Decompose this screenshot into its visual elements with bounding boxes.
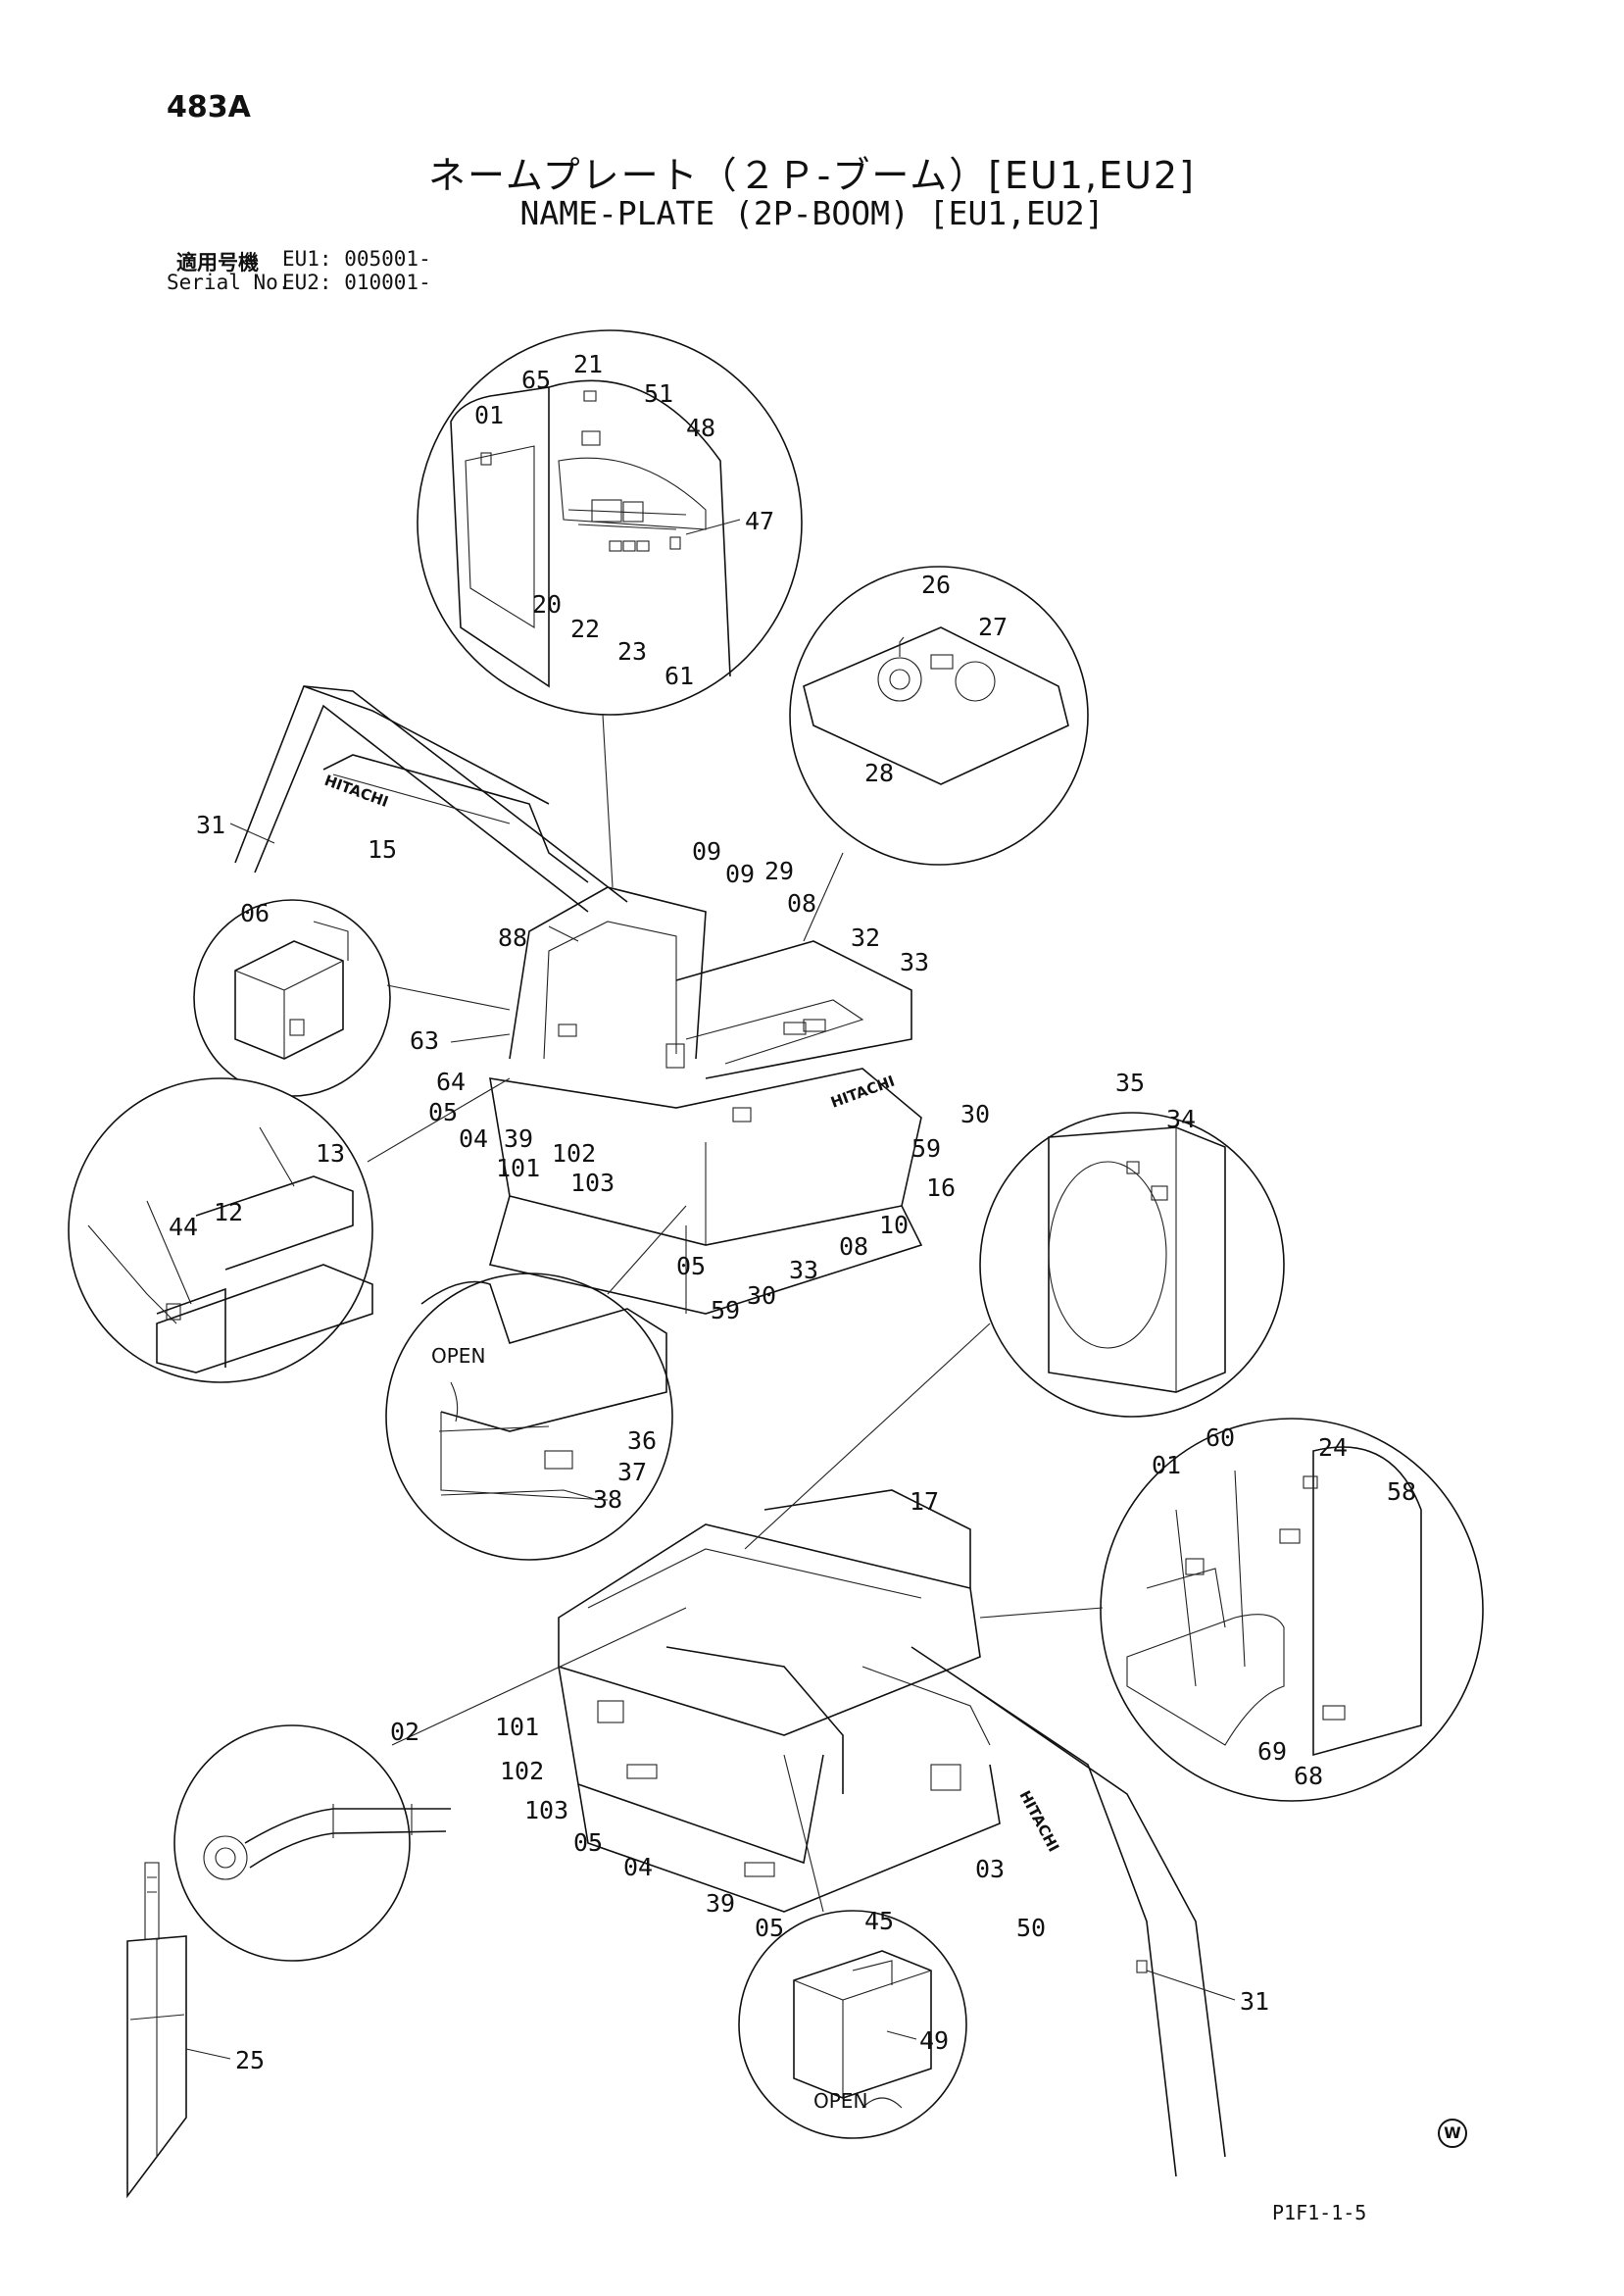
detail-door-lever bbox=[385, 1273, 673, 1561]
callout-101-bottom: 101 bbox=[495, 1713, 539, 1741]
callout-45: 45 bbox=[864, 1907, 894, 1935]
tag-label bbox=[126, 1862, 187, 2199]
serial-label-jp: 適用号機 bbox=[176, 251, 259, 275]
callout-05a: 05 bbox=[428, 1098, 458, 1126]
callout-10: 10 bbox=[879, 1211, 909, 1239]
detail-console bbox=[68, 1077, 373, 1383]
callout-32: 32 bbox=[851, 923, 880, 952]
serial-eu1: EU1: 005001- bbox=[282, 247, 431, 271]
callout-51: 51 bbox=[644, 379, 673, 408]
callout-03: 03 bbox=[975, 1855, 1005, 1883]
brand-counterweight: HITACHI bbox=[828, 1073, 897, 1112]
callout-31-bottom: 31 bbox=[1240, 1987, 1269, 2016]
callout-15: 15 bbox=[368, 835, 397, 864]
callout-17: 17 bbox=[910, 1487, 939, 1516]
callout-59b: 59 bbox=[911, 1134, 941, 1163]
detail-cab-interior bbox=[417, 329, 803, 716]
title-japanese: ネームプレート（２Ｐ-ブーム）[EU1,EU2] bbox=[428, 154, 1196, 197]
callout-20: 20 bbox=[532, 590, 562, 619]
callout-09b: 09 bbox=[725, 860, 755, 888]
callout-31-top: 31 bbox=[196, 811, 225, 839]
callout-60: 60 bbox=[1206, 1423, 1235, 1452]
callout-26: 26 bbox=[921, 571, 951, 599]
callout-88: 88 bbox=[498, 923, 527, 952]
callout-21: 21 bbox=[573, 350, 603, 378]
callout-44: 44 bbox=[169, 1213, 198, 1241]
detail-adapter bbox=[173, 1724, 451, 1962]
callout-103-top: 103 bbox=[570, 1169, 615, 1197]
callout-34: 34 bbox=[1166, 1105, 1196, 1133]
callout-37: 37 bbox=[617, 1458, 647, 1486]
callout-49: 49 bbox=[919, 2026, 949, 2055]
callout-39-top: 39 bbox=[504, 1124, 533, 1153]
callout-61: 61 bbox=[664, 662, 694, 690]
callout-leaders bbox=[185, 519, 1236, 2060]
drawing-reference: P1F1-1-5 bbox=[1272, 2201, 1367, 2224]
detail-cab-rear bbox=[1100, 1418, 1484, 1802]
open-label-2: OPEN bbox=[813, 2089, 867, 2113]
callout-65: 65 bbox=[521, 366, 551, 394]
callout-05d: 05 bbox=[755, 1914, 784, 1942]
callout-35: 35 bbox=[1115, 1069, 1145, 1097]
callout-04-top: 04 bbox=[459, 1124, 488, 1153]
callout-30a: 30 bbox=[747, 1281, 776, 1310]
callout-30b: 30 bbox=[960, 1100, 990, 1128]
callout-13: 13 bbox=[316, 1139, 345, 1168]
title-english: NAME-PLATE (2P-BOOM) [EU1,EU2] bbox=[519, 194, 1105, 232]
callout-22: 22 bbox=[570, 615, 600, 643]
callout-06: 06 bbox=[240, 899, 270, 927]
callout-103-bottom: 103 bbox=[524, 1796, 568, 1824]
detail-swing-circle bbox=[789, 566, 1089, 866]
callout-69: 69 bbox=[1257, 1737, 1287, 1766]
callout-47: 47 bbox=[745, 507, 774, 535]
callout-36: 36 bbox=[627, 1426, 657, 1455]
callout-02: 02 bbox=[390, 1718, 419, 1746]
callout-23: 23 bbox=[617, 637, 647, 666]
page-code: 483A bbox=[167, 90, 251, 125]
callout-48: 48 bbox=[686, 414, 715, 442]
detail-battery-box bbox=[193, 899, 391, 1097]
open-label-1: OPEN bbox=[431, 1344, 485, 1368]
callout-27: 27 bbox=[978, 613, 1008, 641]
brand-boom-top: HITACHI bbox=[322, 772, 391, 811]
w-circle-mark: W bbox=[1438, 2119, 1467, 2148]
callout-28: 28 bbox=[864, 759, 894, 787]
callout-33-mid: 33 bbox=[789, 1256, 818, 1284]
detail-toolbox bbox=[738, 1910, 967, 2139]
callout-01-right: 01 bbox=[1152, 1451, 1181, 1479]
callout-04-bottom: 04 bbox=[623, 1853, 653, 1881]
callout-08-mid: 08 bbox=[839, 1232, 868, 1261]
callout-24: 24 bbox=[1318, 1433, 1348, 1462]
callout-63: 63 bbox=[410, 1026, 439, 1055]
callout-58: 58 bbox=[1387, 1477, 1416, 1506]
callout-102-bottom: 102 bbox=[500, 1757, 544, 1785]
callout-39-bottom: 39 bbox=[706, 1889, 735, 1918]
callout-33-top: 33 bbox=[900, 948, 929, 976]
callout-59a: 59 bbox=[711, 1296, 740, 1324]
callout-09a: 09 bbox=[692, 837, 721, 866]
callout-08-top: 08 bbox=[787, 889, 816, 918]
callout-64: 64 bbox=[436, 1068, 466, 1096]
callout-12: 12 bbox=[214, 1198, 243, 1226]
callout-25: 25 bbox=[235, 2046, 265, 2074]
brand-boom-bottom: HITACHI bbox=[1015, 1787, 1062, 1854]
leader-lines bbox=[367, 714, 1104, 1913]
callout-01: 01 bbox=[474, 401, 504, 429]
callout-29: 29 bbox=[764, 857, 794, 885]
callout-05b: 05 bbox=[676, 1252, 706, 1280]
callout-38: 38 bbox=[593, 1485, 622, 1514]
serial-label-en: Serial No. bbox=[167, 271, 291, 294]
callout-05c: 05 bbox=[573, 1828, 603, 1857]
callout-16: 16 bbox=[926, 1173, 956, 1202]
callout-50: 50 bbox=[1016, 1914, 1046, 1942]
callout-101-top: 101 bbox=[496, 1154, 540, 1182]
callout-68: 68 bbox=[1294, 1762, 1323, 1790]
detail-radiator bbox=[979, 1112, 1285, 1418]
serial-eu2: EU2: 010001- bbox=[282, 271, 431, 294]
callout-numbers: 01 65 21 51 48 47 20 22 23 61 26 27 28 3… bbox=[169, 350, 1416, 2074]
callout-102-top: 102 bbox=[552, 1139, 596, 1168]
